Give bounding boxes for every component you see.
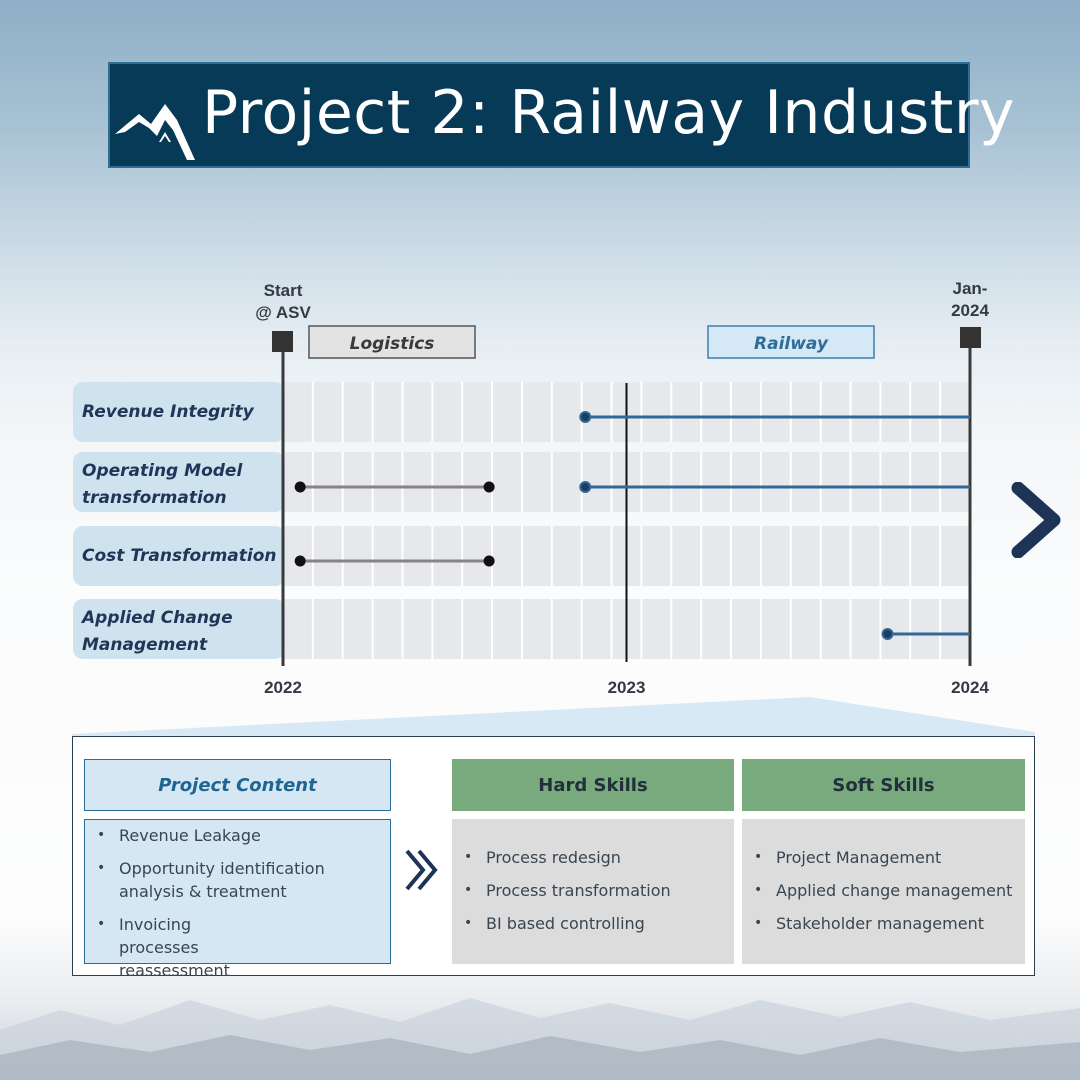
axis-tick-label: 2023 — [608, 678, 646, 697]
bar-start-marker — [579, 481, 592, 493]
row-label-box — [73, 452, 285, 512]
row-label: Operating Model — [82, 461, 243, 481]
end-label: 2024 — [951, 301, 989, 320]
hard-skills-heading: Hard Skills — [452, 759, 734, 811]
zoom-connector — [72, 697, 1035, 737]
project-content-box: Revenue Leakage Opportunity identificati… — [84, 819, 391, 980]
bar-start-marker — [579, 411, 592, 423]
row-label-box — [73, 599, 285, 659]
soft-skills-box: Project Management Applied change manage… — [742, 819, 1025, 964]
phase-box — [707, 325, 875, 359]
list-item: Process transformation — [452, 879, 742, 902]
row-label: Revenue Integrity — [82, 402, 255, 422]
details-panel: Project Content Revenue Leakage Opportun… — [72, 736, 1035, 980]
list-item: Process redesign — [452, 846, 742, 869]
mountain-logo-icon — [115, 104, 195, 160]
row-label: Applied Change — [80, 608, 233, 628]
list-item: Opportunity identification analysis & tr… — [85, 857, 385, 903]
row-label: Management — [82, 635, 208, 655]
bar-start-marker — [294, 481, 306, 493]
row-label-box — [73, 526, 285, 586]
mountain-background — [0, 998, 1080, 1080]
list-item: Applied change management — [742, 879, 1032, 902]
phase-box — [308, 325, 476, 359]
axis-tick-label: 2024 — [951, 678, 989, 697]
axis-tick-label: 2022 — [264, 678, 302, 697]
soft-skills-heading: Soft Skills — [742, 759, 1025, 811]
row-label-box — [73, 382, 285, 442]
list-item: Invoicing processes reassessment — [85, 913, 385, 982]
phase-label: Railway — [754, 334, 829, 354]
bar-start-marker — [881, 628, 894, 640]
row-label: Cost Transformation — [82, 546, 277, 566]
row-label: transformation — [82, 488, 227, 508]
end-marker — [960, 327, 981, 348]
start-marker — [272, 331, 293, 352]
list-item: Revenue Leakage — [85, 824, 385, 847]
bar-start-marker — [294, 555, 306, 567]
project-content-heading: Project Content — [84, 759, 391, 811]
double-chevron-icon — [405, 849, 438, 891]
page-title: Project 2: Railway Industry — [202, 78, 1016, 148]
chevron-right-icon[interactable] — [1008, 482, 1064, 558]
phase-label: Logistics — [350, 334, 435, 354]
list-item: BI based controlling — [452, 912, 742, 935]
bar-end-marker — [483, 481, 495, 493]
end-label: Jan- — [953, 279, 988, 298]
start-label: @ ASV — [255, 303, 311, 322]
hard-skills-box: Process redesign Process transformation … — [452, 819, 734, 964]
start-label: Start — [264, 281, 303, 300]
list-item: Project Management — [742, 846, 1032, 869]
bar-end-marker — [483, 555, 495, 567]
title-banner: Project 2: Railway Industry — [108, 62, 1015, 168]
list-item: Stakeholder management — [742, 912, 1032, 935]
